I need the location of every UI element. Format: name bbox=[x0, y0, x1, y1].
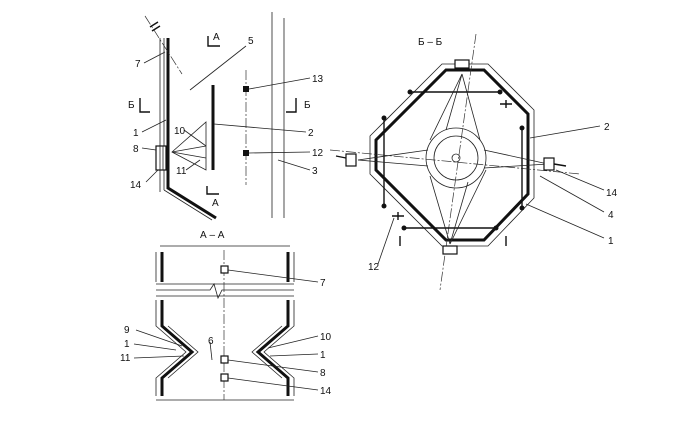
aa-label-11: 11 bbox=[120, 353, 131, 364]
aa-item-7 bbox=[220, 265, 229, 274]
bb-label-2: 2 bbox=[604, 122, 610, 133]
aa-label-14: 14 bbox=[320, 386, 332, 397]
bb-label-4: 4 bbox=[608, 210, 614, 221]
bracket-8 bbox=[155, 145, 167, 171]
label-5: 5 bbox=[248, 36, 254, 47]
front-view: А А Б Б 7 5 13 1 10 2 8 12 14 11 3 bbox=[128, 12, 324, 221]
nozzle-left bbox=[345, 153, 357, 167]
label-1: 1 bbox=[133, 128, 139, 139]
nozzle-top bbox=[454, 59, 470, 69]
section-a-bottom-label: А bbox=[212, 198, 219, 209]
aa-label-8: 8 bbox=[320, 368, 326, 379]
label-13: 13 bbox=[312, 74, 324, 85]
section-a-top-label: А bbox=[213, 32, 220, 43]
bb-label-1: 1 bbox=[608, 236, 614, 247]
label-2: 2 bbox=[308, 128, 314, 139]
label-12: 12 bbox=[312, 148, 324, 159]
bb-label-12: 12 bbox=[368, 262, 380, 273]
aa-label-1-right: 1 bbox=[320, 350, 326, 361]
label-3: 3 bbox=[312, 166, 318, 177]
octagon-body bbox=[374, 68, 530, 242]
item-13-square bbox=[243, 86, 249, 92]
section-b-b-view: Б – Б bbox=[329, 33, 618, 291]
aa-label-6: 6 bbox=[208, 336, 214, 347]
left-v-wall bbox=[160, 300, 195, 396]
outer-circle bbox=[425, 127, 487, 189]
item-12-square bbox=[243, 150, 249, 156]
aa-item-14 bbox=[220, 373, 229, 382]
aa-label-1-left: 1 bbox=[124, 339, 130, 350]
bb-label-14: 14 bbox=[606, 188, 618, 199]
nozzle-bottom bbox=[442, 245, 458, 255]
section-a-a-view: А – А 7 9 10 bbox=[120, 230, 332, 401]
aa-item-8 bbox=[220, 355, 229, 364]
body-wall bbox=[166, 38, 217, 220]
section-a-a-title: А – А bbox=[200, 230, 225, 241]
section-b-left-label: Б bbox=[128, 100, 135, 111]
section-b-b-title: Б – Б bbox=[418, 37, 443, 48]
label-7: 7 bbox=[135, 59, 141, 70]
label-10: 10 bbox=[174, 126, 186, 137]
right-v-wall bbox=[255, 300, 290, 396]
aa-label-9: 9 bbox=[124, 325, 130, 336]
nozzle-right bbox=[543, 157, 555, 171]
section-b-right-label: Б bbox=[304, 100, 311, 111]
aa-label-10: 10 bbox=[320, 332, 332, 343]
label-14: 14 bbox=[130, 180, 142, 191]
label-11: 11 bbox=[176, 166, 187, 177]
label-8: 8 bbox=[133, 144, 139, 155]
aa-label-7: 7 bbox=[320, 278, 326, 289]
